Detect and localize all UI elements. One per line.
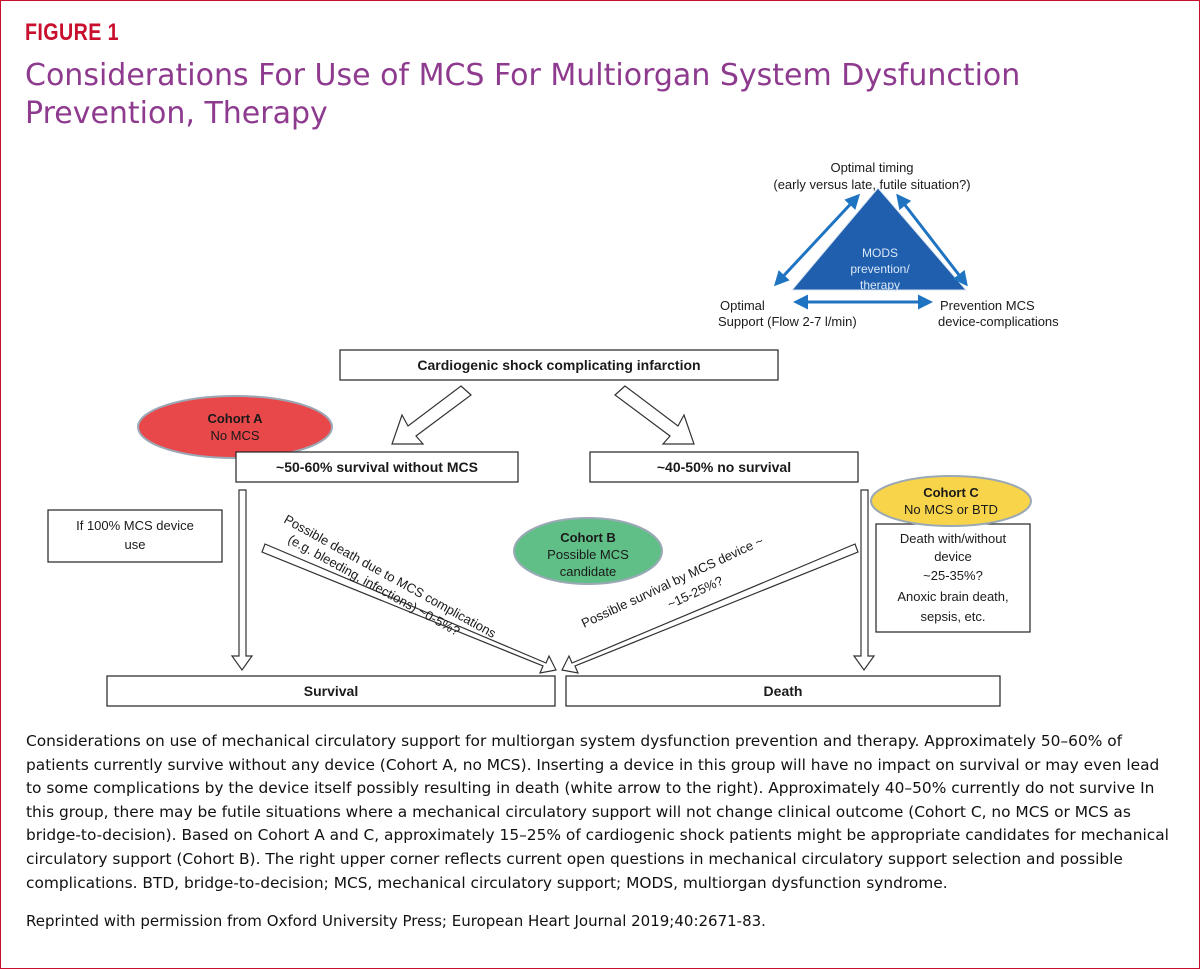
cohort-b-badge bbox=[513, 517, 663, 585]
death-detail-line2: device bbox=[934, 549, 972, 564]
death-label: Death bbox=[764, 683, 803, 699]
shock-label: Cardiogenic shock complicating infarctio… bbox=[417, 357, 700, 373]
mods-triangle-group: MODS prevention/ therapy Optimal timing … bbox=[718, 160, 1059, 329]
cohort-b-sub2: candidate bbox=[560, 564, 616, 579]
complications-label-line1: Prevention MCS bbox=[940, 298, 1035, 313]
cohort-c-title: Cohort C bbox=[923, 485, 979, 500]
survival-without-box bbox=[235, 451, 519, 483]
cohort-a-sub: No MCS bbox=[210, 428, 259, 443]
death-detail-line3: ~25-35%? bbox=[923, 568, 983, 583]
support-label-line2: Support (Flow 2-7 l/min) bbox=[718, 314, 857, 329]
arrow-down-survival bbox=[230, 489, 254, 672]
cohort-c-sub: No MCS or BTD bbox=[904, 502, 998, 517]
death-detail-line4: Anoxic brain death, bbox=[897, 589, 1008, 604]
triangle-center-line2: prevention/ bbox=[850, 262, 910, 276]
cohort-a-badge bbox=[137, 395, 333, 459]
device-use-line1: If 100% MCS device bbox=[76, 518, 194, 533]
cohort-c-badge bbox=[870, 475, 1032, 527]
device-use-line2: use bbox=[125, 537, 146, 552]
death-box bbox=[565, 675, 1001, 707]
survival-box bbox=[106, 675, 556, 707]
triangle-center-line3: therapy bbox=[860, 278, 900, 292]
no-survival-label: ~40-50% no survival bbox=[657, 459, 791, 475]
triangle-center-line1: MODS bbox=[862, 246, 898, 260]
no-survival-box bbox=[589, 451, 859, 483]
arrow-death-complications bbox=[261, 543, 557, 674]
reprint-credit: Reprinted with permission from Oxford Un… bbox=[26, 912, 766, 930]
complications-label-line2: device-complications bbox=[938, 314, 1059, 329]
figure-title: Considerations For Use of MCS For Multio… bbox=[25, 58, 1021, 131]
cohort-b-sub1: Possible MCS bbox=[547, 547, 629, 562]
death-detail-line5: sepsis, etc. bbox=[920, 609, 985, 624]
death-detail-line1: Death with/without bbox=[900, 531, 1007, 546]
device-use-box bbox=[47, 509, 223, 563]
survival-without-label: ~50-60% survival without MCS bbox=[276, 459, 478, 475]
arrow-to-survival bbox=[391, 385, 472, 445]
shock-box bbox=[339, 349, 779, 381]
arrow-to-no-survival bbox=[614, 385, 695, 445]
support-label-line1: Optimal bbox=[720, 298, 765, 313]
arrow-survival-by-device bbox=[561, 543, 859, 674]
timing-complications-arrow bbox=[896, 193, 968, 287]
figure-label: FIGURE 1 bbox=[25, 19, 120, 46]
timing-label-line1: Optimal timing bbox=[830, 160, 913, 175]
cohort-b-title: Cohort B bbox=[560, 530, 616, 545]
death-complications-line2: (e.g. bleeding, infections) ~0-5%? bbox=[286, 532, 463, 639]
timing-support-arrow bbox=[773, 193, 861, 287]
cohort-a-title: Cohort A bbox=[207, 411, 263, 426]
timing-label-line2: (early versus late, futile situation?) bbox=[773, 177, 970, 192]
arrow-down-death bbox=[852, 489, 876, 672]
death-detail-box bbox=[875, 523, 1031, 633]
survival-label: Survival bbox=[304, 683, 358, 699]
death-complications-line1: Possible death due to MCS complications bbox=[282, 512, 500, 642]
figure-caption: Considerations on use of mechanical circ… bbox=[26, 732, 1169, 892]
